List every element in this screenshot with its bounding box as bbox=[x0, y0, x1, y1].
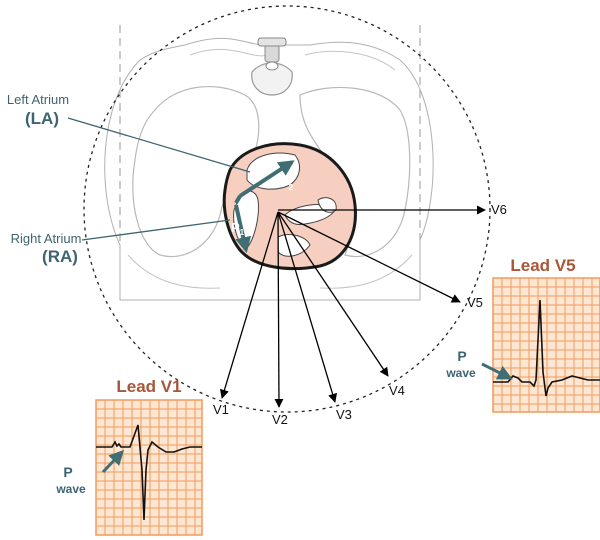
ecg-v1-wave-label: wave bbox=[55, 482, 86, 496]
ecg-v5-trace bbox=[493, 299, 600, 397]
vector-p1-label: P1 bbox=[231, 220, 245, 237]
vector-p2 bbox=[238, 160, 295, 198]
lead-reference-circle bbox=[83, 5, 491, 413]
lead-v6-label: V6 bbox=[491, 202, 507, 217]
lead-v4-label: V4 bbox=[389, 383, 405, 398]
lead-v4-arrow bbox=[277, 211, 389, 377]
right-atrium-abbr: (RA) bbox=[42, 247, 78, 266]
left-atrium-label: Left Atrium bbox=[7, 92, 69, 107]
atrial-vectors: P1 P2 bbox=[231, 160, 295, 254]
vector-p1 bbox=[234, 204, 252, 254]
ecg-lead-v1 bbox=[95, 399, 203, 536]
right-atrium-label: Right Atrium bbox=[11, 231, 82, 246]
ecg-v1-p-label: P bbox=[63, 464, 72, 480]
lead-v5-arrow bbox=[277, 211, 461, 303]
lead-vectors bbox=[220, 205, 486, 408]
lead-v3-arrow bbox=[277, 211, 338, 403]
lead-v2-arrow bbox=[274, 211, 284, 408]
vector-p2-label: P2 bbox=[280, 175, 294, 192]
vertebra bbox=[251, 37, 293, 96]
left-atrium-abbr: (LA) bbox=[25, 109, 59, 128]
ecg-v1-title: Lead V1 bbox=[116, 377, 181, 396]
ecg-v5-title: Lead V5 bbox=[510, 256, 575, 275]
lead-v1-label: V1 bbox=[213, 402, 229, 417]
ecg-v5-wave-label: wave bbox=[445, 366, 476, 380]
lead-v1-arrow bbox=[220, 211, 279, 399]
ecg-v5-p-label: P bbox=[457, 348, 466, 364]
lead-v5-label: V5 bbox=[467, 295, 483, 310]
ecg-v1-trace bbox=[96, 424, 202, 521]
atrium-leader-lines bbox=[67, 117, 251, 241]
lead-v2-label: V2 bbox=[272, 412, 288, 427]
vector-p-origin bbox=[234, 195, 242, 204]
heart bbox=[222, 142, 357, 271]
ecg-lead-v5 bbox=[481, 277, 600, 413]
lead-v3-label: V3 bbox=[336, 407, 352, 422]
